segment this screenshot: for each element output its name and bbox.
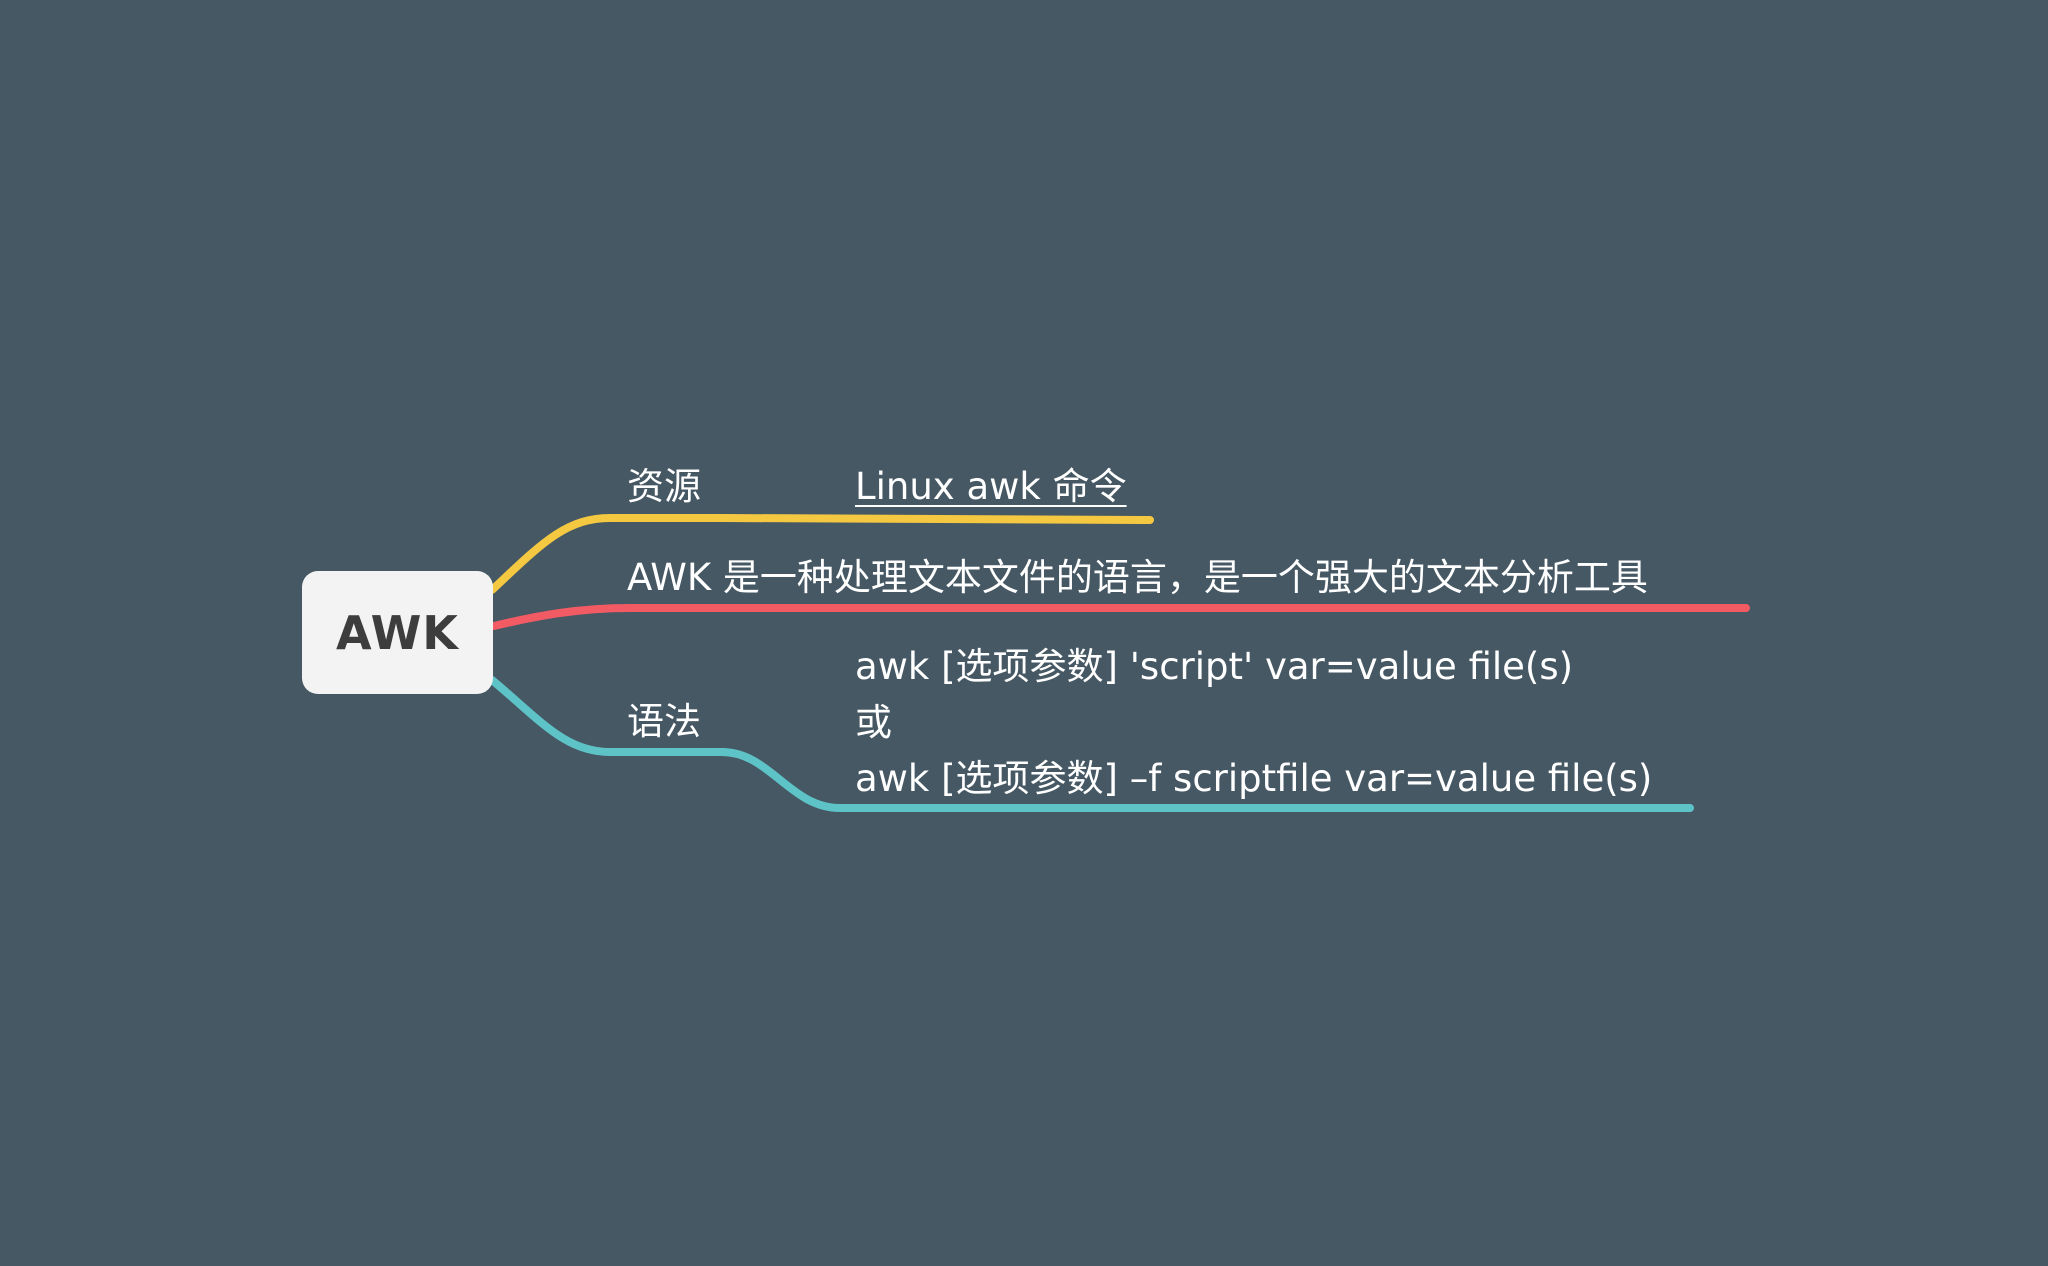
syntax-line-1[interactable]: awk [选项参数] 'script' var=value file(s) [855, 645, 1574, 688]
topic-resources[interactable]: 资源 [627, 465, 701, 508]
link-linux-awk-command[interactable]: Linux awk 命令 [855, 465, 1127, 508]
syntax-line-2[interactable]: 或 [855, 701, 892, 744]
syntax-line-3[interactable]: awk [选项参数] –f scriptfile var=value file(… [855, 757, 1653, 800]
branch-line-syntax [488, 676, 1694, 812]
branch-line-resources [488, 514, 1154, 594]
topic-syntax[interactable]: 语法 [627, 700, 701, 743]
root-topic-awk[interactable]: AWK [302, 571, 493, 694]
branch-line-description [490, 604, 1750, 630]
topic-description[interactable]: AWK 是一种处理文本文件的语言，是一个强大的文本分析工具 [627, 556, 1648, 599]
